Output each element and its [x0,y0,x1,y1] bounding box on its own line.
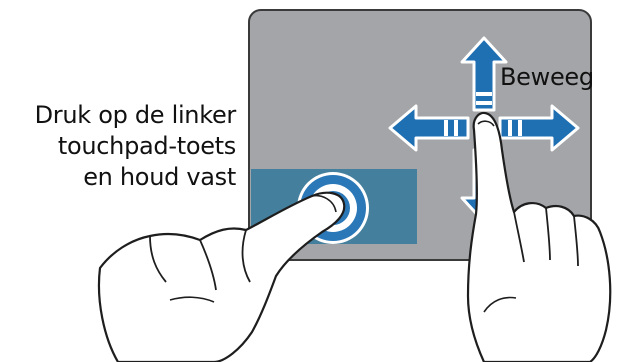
instruction-line-1: Druk op de linker [0,100,236,131]
move-label: Beweeg [500,63,594,91]
instruction-line-2: touchpad-toets [0,131,236,162]
press-instruction: Druk op de linker touchpad-toets en houd… [0,100,236,193]
instruction-line-3: en houd vast [0,162,236,193]
left-hand-icon [99,193,344,362]
